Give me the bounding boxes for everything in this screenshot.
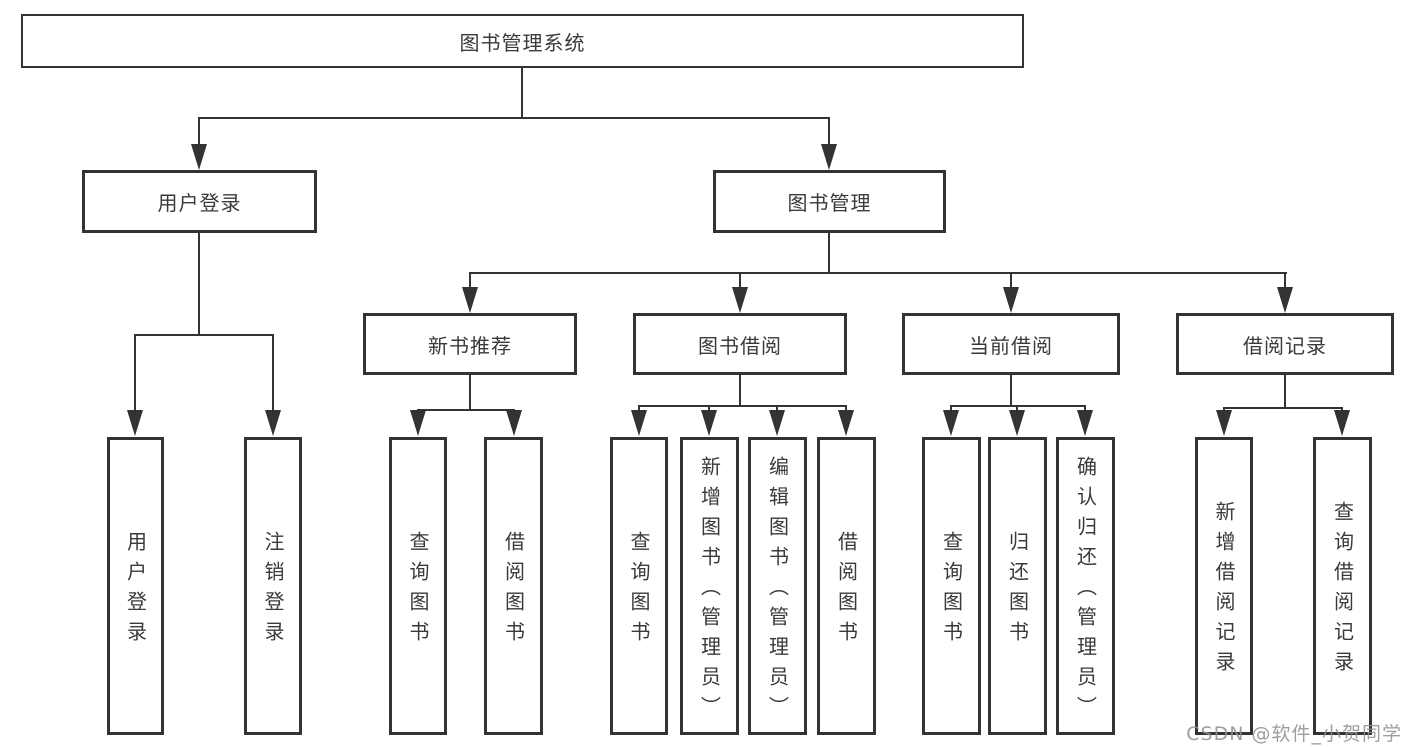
connector-leaf-return-drop <box>1016 405 1018 413</box>
leaf-query-borrow-record: 查询借阅记录 <box>1313 437 1372 735</box>
node-user-login: 用户登录 <box>82 170 317 233</box>
node-root: 图书管理系统 <box>21 14 1024 68</box>
connector-leaf-logout-drop <box>272 334 274 414</box>
arrowhead-leaf-query1 <box>410 410 426 436</box>
arrowhead-leaf-confirm <box>1077 410 1093 436</box>
connector-currentborrow-rail <box>950 405 1086 407</box>
arrowhead-leaf-editbooks <box>769 410 785 436</box>
leaf-borrow-books-2: 借阅图书 <box>817 437 876 735</box>
leaf-borrow-books-2-label: 借阅图书 <box>834 531 859 651</box>
connector-leaf-query3-drop <box>950 405 952 413</box>
leaf-edit-books-label: 编辑图书（管理员） <box>765 456 790 726</box>
arrowhead-bookmgmt <box>821 144 837 170</box>
node-borrow-record-label: 借阅记录 <box>1243 333 1327 358</box>
leaf-add-borrow-record-label: 新增借阅记录 <box>1212 501 1236 681</box>
connector-userlogin-rail <box>134 334 274 336</box>
node-borrow-record: 借阅记录 <box>1176 313 1394 375</box>
arrowhead-leaf-return <box>1009 410 1025 436</box>
connector-leaf-borrow2-drop <box>845 405 847 413</box>
leaf-user-login: 用户登录 <box>107 437 164 735</box>
leaf-logout-label: 注销登录 <box>261 531 285 651</box>
connector-leaf-query2-drop <box>638 405 640 413</box>
leaf-borrow-books-1-label: 借阅图书 <box>501 531 526 651</box>
connector-newbookrec-rail <box>417 409 515 411</box>
leaf-query-books-1-label: 查询图书 <box>406 531 430 651</box>
connector-leaf-editbooks-drop <box>776 405 778 413</box>
connector-bookmgmt-stem <box>828 233 830 272</box>
connector-userlogin-drop <box>198 117 200 147</box>
connector-leaf-addbooks-drop <box>708 405 710 413</box>
node-root-label: 图书管理系统 <box>459 30 586 55</box>
node-new-book-rec: 新书推荐 <box>363 313 577 375</box>
connector-bookmgmt-drop <box>828 117 830 147</box>
leaf-add-books-label: 新增图书（管理员） <box>697 456 722 726</box>
arrowhead-leaf-query3 <box>943 410 959 436</box>
connector-level3-rail <box>469 272 1287 274</box>
leaf-add-borrow-record: 新增借阅记录 <box>1195 437 1253 735</box>
node-book-mgmt: 图书管理 <box>713 170 946 233</box>
node-current-borrow: 当前借阅 <box>902 313 1120 375</box>
arrowhead-leaf-borrow1 <box>506 410 522 436</box>
leaf-logout: 注销登录 <box>244 437 302 735</box>
connector-leaf-confirm-drop <box>1084 405 1086 413</box>
connector-newbookrec-stem <box>469 375 471 409</box>
arrowhead-leaf-query2 <box>631 410 647 436</box>
leaf-query-books-2: 查询图书 <box>610 437 668 735</box>
connector-bookborrow-rail <box>638 405 847 407</box>
connector-userlogin-stem <box>198 233 200 334</box>
arrowhead-leaf-userlogin <box>127 410 143 436</box>
node-book-mgmt-label: 图书管理 <box>787 191 872 215</box>
leaf-return-books: 归还图书 <box>988 437 1047 735</box>
arrowhead-borrowrecord <box>1277 287 1293 313</box>
leaf-query-books-3-label: 查询图书 <box>939 531 964 651</box>
node-book-borrow-label: 图书借阅 <box>698 333 782 358</box>
node-book-borrow: 图书借阅 <box>633 313 847 375</box>
connector-borrowrecord-stem <box>1284 375 1286 407</box>
watermark: CSDN @软件_小贺同学 <box>1186 723 1402 745</box>
leaf-user-login-label: 用户登录 <box>123 531 148 651</box>
arrowhead-newbookrec <box>462 287 478 313</box>
connector-bookborrow-stem <box>739 375 741 405</box>
connector-currentborrow-stem <box>1010 375 1012 405</box>
leaf-confirm-return-label: 确认归还（管理员） <box>1073 456 1098 726</box>
connector-leaf-userlogin-drop <box>134 334 136 414</box>
leaf-query-books-3: 查询图书 <box>922 437 981 735</box>
connector-level2-rail <box>198 117 830 119</box>
arrowhead-leaf-addbooks <box>701 410 717 436</box>
connector-borrowrecord-rail <box>1223 407 1343 409</box>
leaf-query-borrow-record-label: 查询借阅记录 <box>1330 501 1355 681</box>
node-current-borrow-label: 当前借阅 <box>969 333 1053 358</box>
leaf-borrow-books-1: 借阅图书 <box>484 437 543 735</box>
connector-currentborrow-drop <box>1010 272 1012 290</box>
arrowhead-leaf-logout <box>265 410 281 436</box>
leaf-query-books-2-label: 查询图书 <box>627 531 651 651</box>
connector-borrowrecord-drop <box>1284 272 1286 290</box>
node-user-login-label: 用户登录 <box>157 191 242 215</box>
connector-newbookrec-drop <box>469 272 471 290</box>
leaf-add-books: 新增图书（管理员） <box>680 437 739 735</box>
leaf-return-books-label: 归还图书 <box>1005 531 1030 651</box>
arrowhead-userlogin <box>191 144 207 170</box>
leaf-edit-books: 编辑图书（管理员） <box>748 437 807 735</box>
arrowhead-leaf-addrecord <box>1216 410 1232 436</box>
arrowhead-bookborrow <box>732 287 748 313</box>
connector-bookborrow-drop <box>739 272 741 290</box>
connector-root-stem <box>521 68 523 118</box>
arrowhead-currentborrow <box>1003 287 1019 313</box>
leaf-confirm-return: 确认归还（管理员） <box>1056 437 1115 735</box>
arrowhead-leaf-borrow2 <box>838 410 854 436</box>
node-new-book-rec-label: 新书推荐 <box>428 333 512 358</box>
arrowhead-leaf-queryrecord <box>1334 410 1350 436</box>
leaf-query-books-1: 查询图书 <box>389 437 447 735</box>
